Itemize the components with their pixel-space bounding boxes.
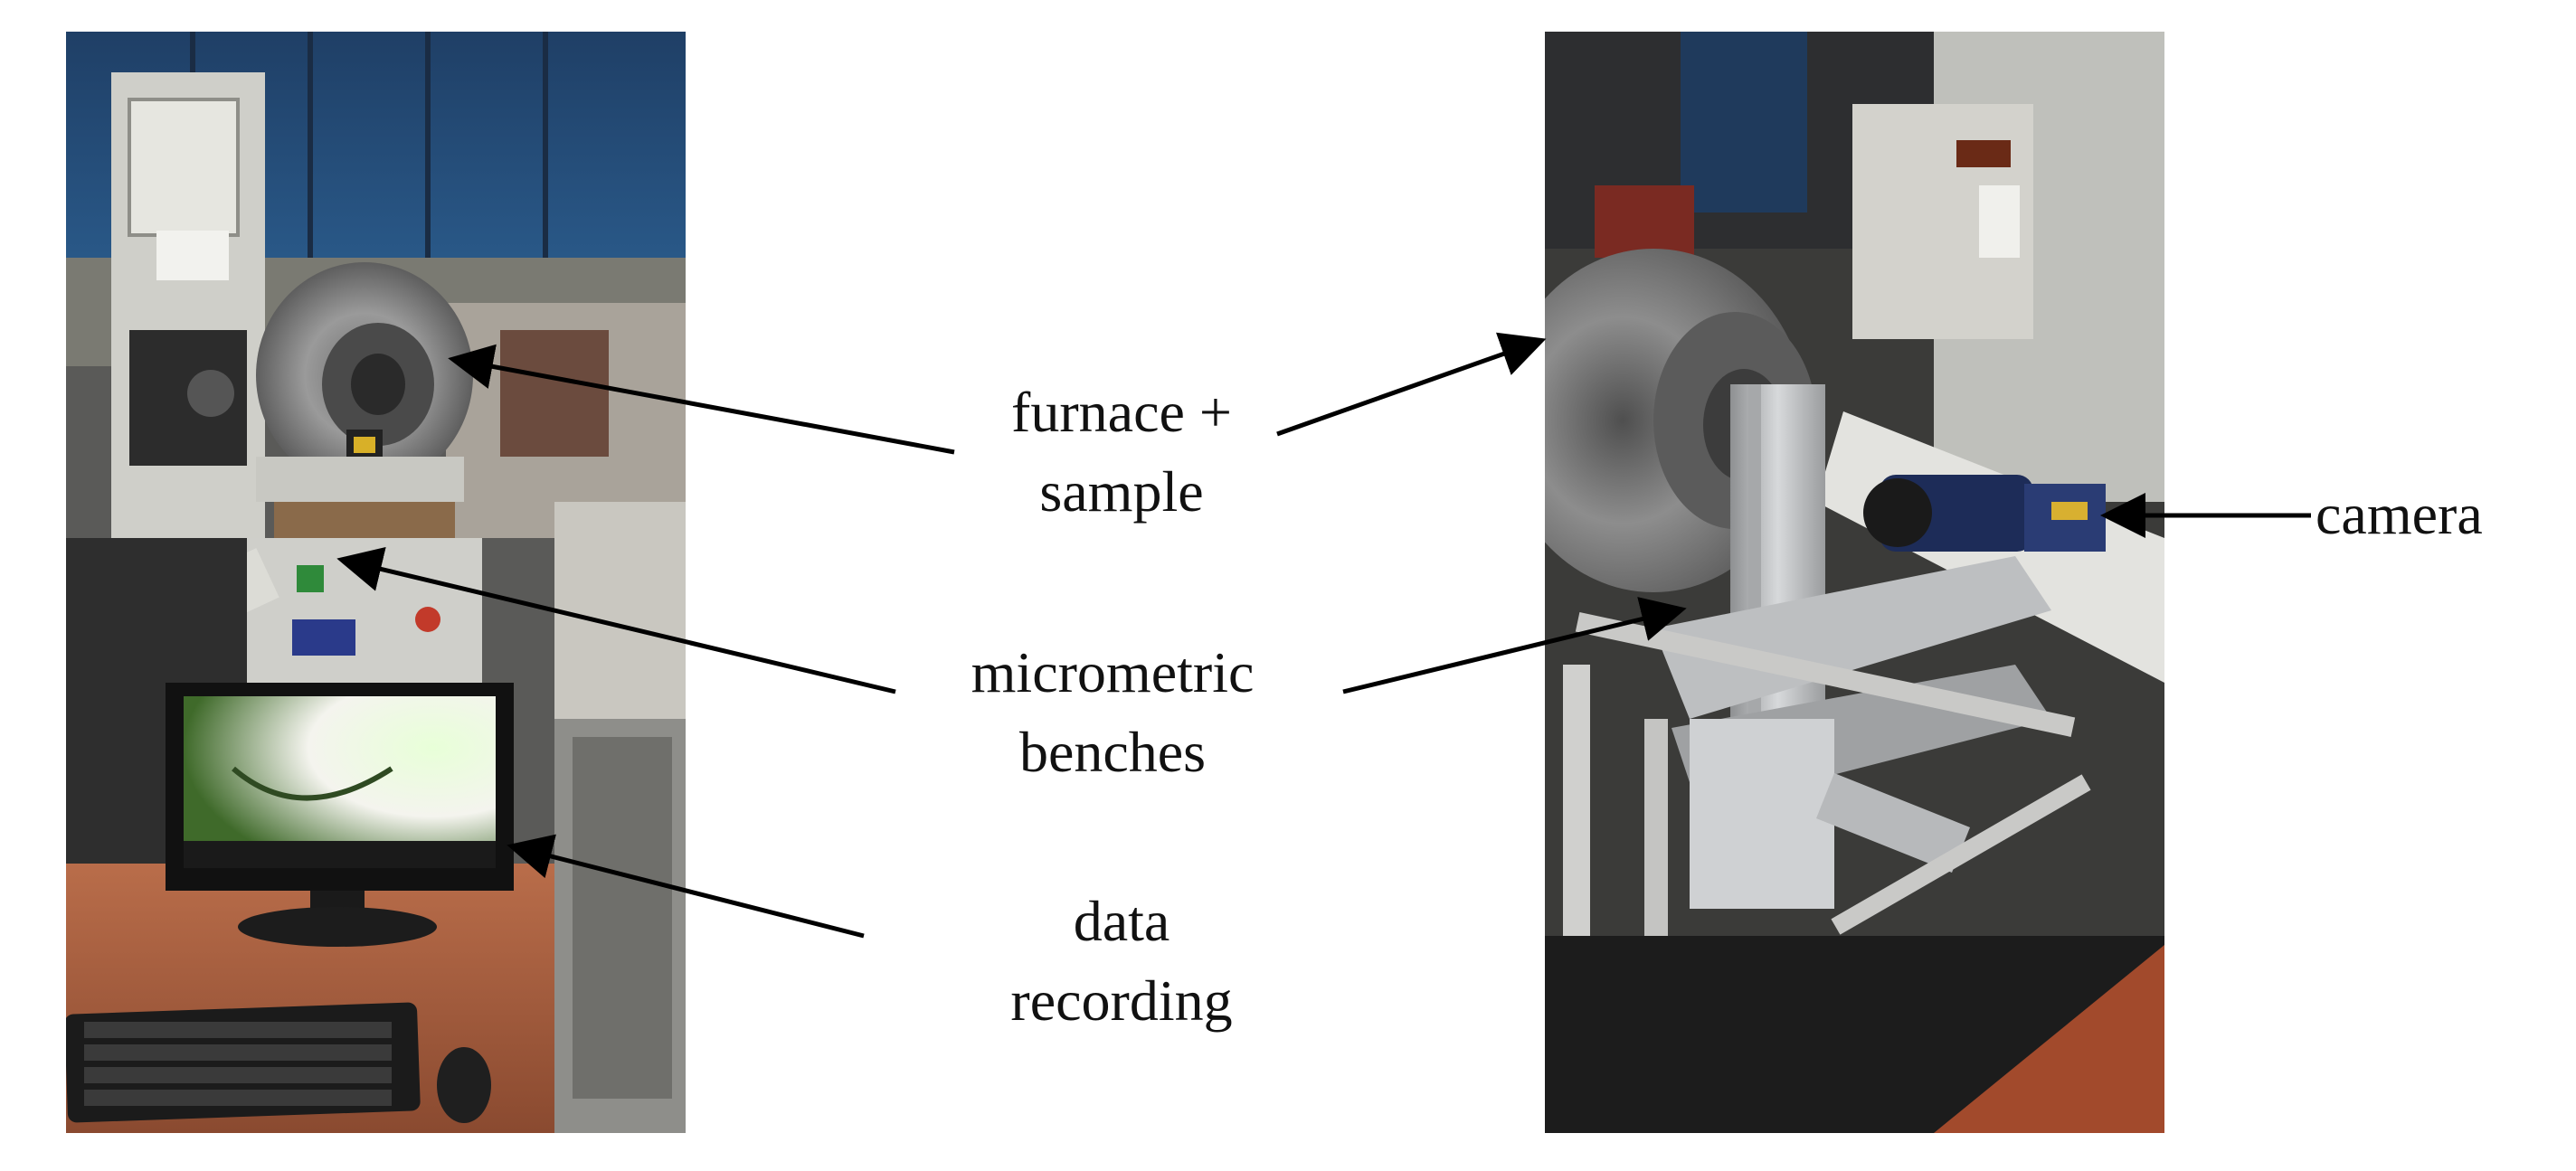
label-data-line1: data [1073,889,1170,953]
label-camera: camera [2316,482,2483,546]
photo-right-camera-setup [1545,32,2164,1133]
label-furnace-sample: furnace + sample [923,373,1321,532]
label-data-line2: recording [1010,968,1233,1033]
label-data-recording: data recording [923,882,1321,1041]
photo-right-drawing [1545,32,2164,1133]
label-furnace-line2: sample [1039,459,1204,524]
photo-left-furnace-setup [66,32,686,1133]
label-furnace-line1: furnace + [1011,380,1232,444]
photo-left-drawing [66,32,686,1133]
label-micrometric-line2: benches [1018,720,1207,784]
label-micrometric-benches: micrometric benches [886,633,1339,792]
label-micrometric-line1: micrometric [971,640,1255,704]
